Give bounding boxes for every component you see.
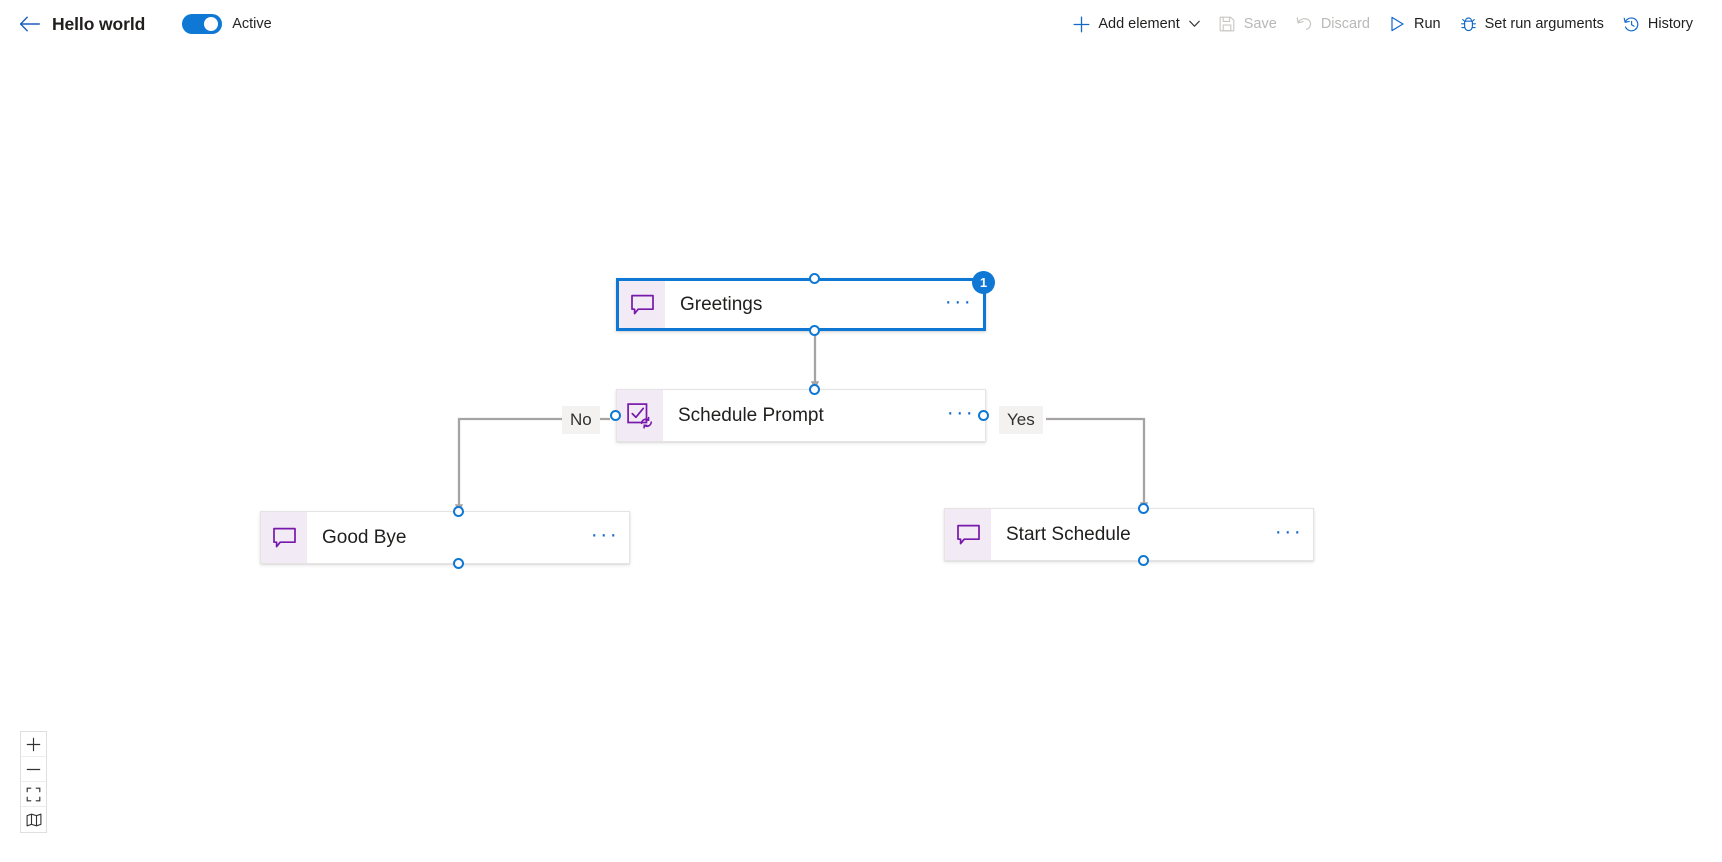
node-greetings-badge[interactable]: 1 bbox=[972, 271, 995, 294]
port-start-schedule-bottom[interactable] bbox=[1138, 555, 1149, 566]
node-schedule-prompt-title: Schedule Prompt bbox=[678, 404, 824, 426]
active-toggle-group: Active bbox=[182, 14, 272, 34]
bug-icon bbox=[1459, 15, 1478, 34]
zoom-controls bbox=[20, 731, 47, 833]
port-greetings-bottom[interactable] bbox=[809, 325, 820, 336]
port-schedule-prompt-right[interactable] bbox=[978, 410, 989, 421]
discard-button[interactable]: Discard bbox=[1286, 7, 1379, 41]
top-toolbar: Hello world Active Add element bbox=[0, 0, 1722, 48]
history-button[interactable]: History bbox=[1613, 7, 1702, 41]
node-good-bye[interactable]: Good Bye ··· bbox=[260, 511, 630, 564]
undo-arrow-icon bbox=[1295, 15, 1314, 34]
plus-icon bbox=[1072, 15, 1091, 34]
map-book-icon bbox=[26, 813, 41, 826]
port-good-bye-top[interactable] bbox=[453, 506, 464, 517]
node-good-bye-more-button[interactable]: ··· bbox=[590, 522, 620, 546]
edge-label-yes[interactable]: Yes bbox=[999, 406, 1043, 434]
node-start-schedule[interactable]: Start Schedule ··· bbox=[944, 508, 1314, 561]
fit-screen-icon bbox=[26, 787, 41, 801]
toolbar-left-group: Hello world Active bbox=[0, 9, 272, 39]
node-start-schedule-more-button[interactable]: ··· bbox=[1274, 519, 1304, 543]
run-label: Run bbox=[1413, 16, 1441, 32]
add-element-button[interactable]: Add element bbox=[1063, 7, 1208, 41]
port-start-schedule-top[interactable] bbox=[1138, 503, 1149, 514]
active-toggle[interactable] bbox=[182, 14, 223, 34]
port-good-bye-bottom[interactable] bbox=[453, 558, 464, 569]
play-triangle-icon bbox=[1388, 15, 1407, 34]
node-greetings-more-button[interactable]: ··· bbox=[944, 289, 974, 313]
node-greetings[interactable]: Greetings ··· bbox=[616, 278, 986, 331]
speech-bubble-icon bbox=[945, 509, 991, 560]
back-arrow-icon[interactable] bbox=[14, 9, 44, 39]
node-start-schedule-title: Start Schedule bbox=[1006, 523, 1131, 545]
edge-yes-to-start-schedule bbox=[1046, 417, 1149, 512]
edge-no-to-good-bye bbox=[454, 417, 610, 514]
set-run-arguments-label: Set run arguments bbox=[1484, 16, 1604, 32]
speech-bubble-icon bbox=[619, 281, 665, 328]
chevron-down-icon bbox=[1188, 20, 1200, 28]
node-schedule-prompt-more-button[interactable]: ··· bbox=[946, 400, 976, 424]
save-disk-icon bbox=[1218, 15, 1237, 34]
save-button[interactable]: Save bbox=[1209, 7, 1286, 41]
port-schedule-prompt-top[interactable] bbox=[809, 384, 820, 395]
edge-label-no[interactable]: No bbox=[562, 406, 600, 434]
checkbox-refresh-icon bbox=[617, 390, 663, 441]
node-good-bye-title: Good Bye bbox=[322, 526, 407, 548]
edge-layer bbox=[454, 331, 1149, 514]
node-greetings-title: Greetings bbox=[680, 293, 763, 315]
edge-label-no-text: No bbox=[570, 410, 592, 429]
set-run-arguments-button[interactable]: Set run arguments bbox=[1450, 7, 1613, 41]
toolbar-right-group: Add element Save Discard bbox=[1063, 7, 1722, 41]
port-schedule-prompt-left[interactable] bbox=[610, 410, 621, 421]
minimap-button[interactable] bbox=[21, 807, 46, 832]
port-greetings-top[interactable] bbox=[809, 273, 820, 284]
add-element-label: Add element bbox=[1098, 16, 1180, 32]
plus-icon bbox=[26, 737, 41, 751]
zoom-out-button[interactable] bbox=[21, 757, 46, 782]
page-title: Hello world bbox=[52, 13, 146, 34]
edge-label-yes-text: Yes bbox=[1007, 410, 1035, 429]
discard-label: Discard bbox=[1320, 16, 1370, 32]
flow-canvas[interactable]: No Yes Greetings ··· 1 bbox=[0, 48, 1722, 862]
fit-to-screen-button[interactable] bbox=[21, 782, 46, 807]
zoom-in-button[interactable] bbox=[21, 732, 46, 757]
node-schedule-prompt[interactable]: Schedule Prompt ··· bbox=[616, 389, 986, 442]
history-label: History bbox=[1647, 16, 1693, 32]
history-clock-icon bbox=[1622, 15, 1641, 34]
minus-icon bbox=[26, 768, 41, 770]
save-label: Save bbox=[1243, 16, 1277, 32]
active-toggle-label: Active bbox=[232, 16, 272, 32]
speech-bubble-icon bbox=[261, 512, 307, 563]
toggle-knob bbox=[204, 17, 219, 31]
run-button[interactable]: Run bbox=[1379, 7, 1450, 41]
